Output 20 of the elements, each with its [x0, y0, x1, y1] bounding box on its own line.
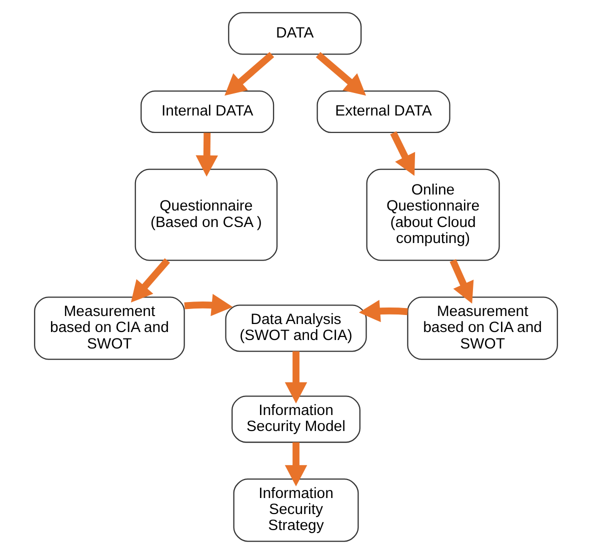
arrow [284, 351, 307, 404]
arrow [130, 258, 170, 302]
arrow [358, 300, 408, 322]
node-box: Internal DATA [140, 90, 274, 134]
arrow [449, 259, 474, 304]
node-box: External DATA [316, 90, 450, 134]
node-box: Measurement based on CIA and SWOT [34, 296, 184, 360]
node-box: DATA [228, 12, 362, 55]
node-box: Data Analysis (SWOT and CIA) [224, 304, 366, 352]
node-box: Information Security Strategy [232, 478, 358, 542]
arrow [195, 132, 218, 177]
node-box: Measurement based on CIA and SWOT [406, 296, 558, 360]
arrow [390, 131, 415, 176]
arrow [284, 442, 307, 486]
arrow [184, 294, 232, 316]
arrow [315, 52, 366, 96]
node-box: Online Questionnaire (about Cloud computing) [366, 168, 500, 261]
arrow [224, 52, 274, 96]
node-box: Information Security Model [231, 396, 360, 443]
node-box: Questionnaire (Based on CSA ) [134, 168, 278, 261]
